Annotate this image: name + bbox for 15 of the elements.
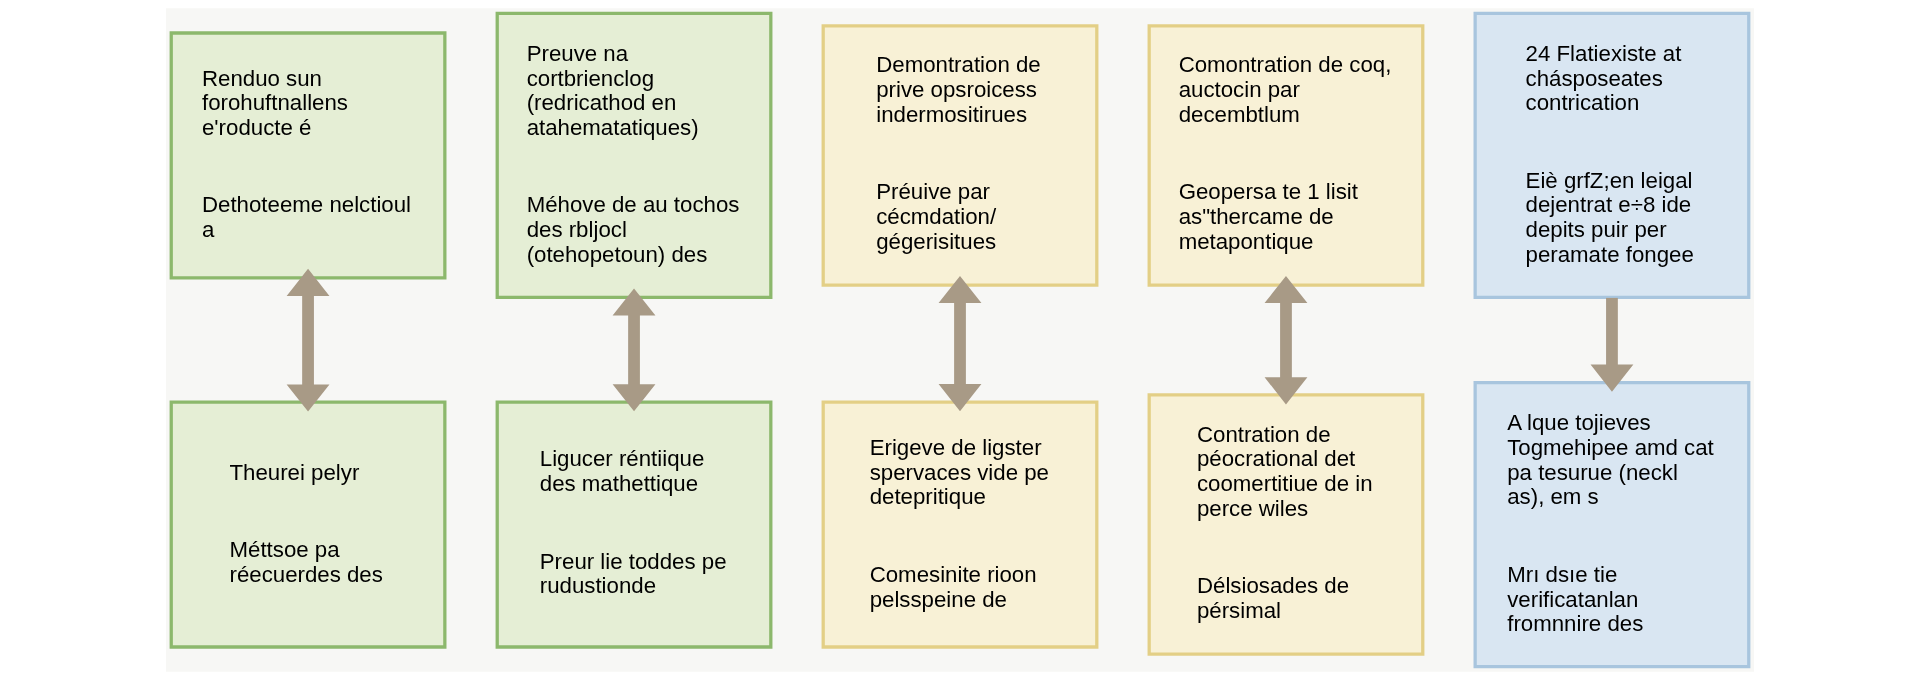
arrow: [286, 268, 330, 412]
node-box: Demontration de prive opsroicess indermositirues Préuive par cécmdation/ gégerisitues: [821, 24, 1099, 287]
arrow: [1264, 275, 1308, 405]
arrow: [612, 288, 656, 412]
arrow: [1590, 297, 1634, 392]
node-box: 24 Flatiexiste at chásposeates contrication Eiè grfZ;en leigal dejentrat e÷8 ide depits puir per peramate fongee: [1473, 11, 1751, 300]
node-box: Ligucer réntiique des mathettique Preur lie toddes pe rudustionde: [495, 400, 773, 649]
node-box: Erigeve de ligster spervaces vide pe detepritique Comesinite rioon pelsspeine de: [821, 400, 1099, 649]
node-box: Contration de péocrational det coomertitiue de in perce wiles Délsiosades de pérsimal: [1147, 393, 1425, 656]
node-box: Theurei pelyr Méttsoe pa réecuerdes des: [169, 400, 447, 649]
arrow: [938, 275, 982, 412]
node-box: A lque tojieves Togmehipee amd cat pa tesurue (neckl as), em s Mrı dsıe tie verificatanlan fromnnire des: [1473, 380, 1751, 669]
node-box: Preuve na cortbrienclog (redricathod en atahematatiques) Méhove de au tochos des rbljocl (otehopetoun) des: [495, 11, 773, 300]
node-box: Comontration de coq, auctocin par decembtlum Geopersa te 1 lisit as"thercame de metapontique: [1147, 24, 1425, 287]
node-box: Renduo sun forohuftnallens e'roducte é Dethoteeme nelctioul a: [169, 31, 447, 280]
